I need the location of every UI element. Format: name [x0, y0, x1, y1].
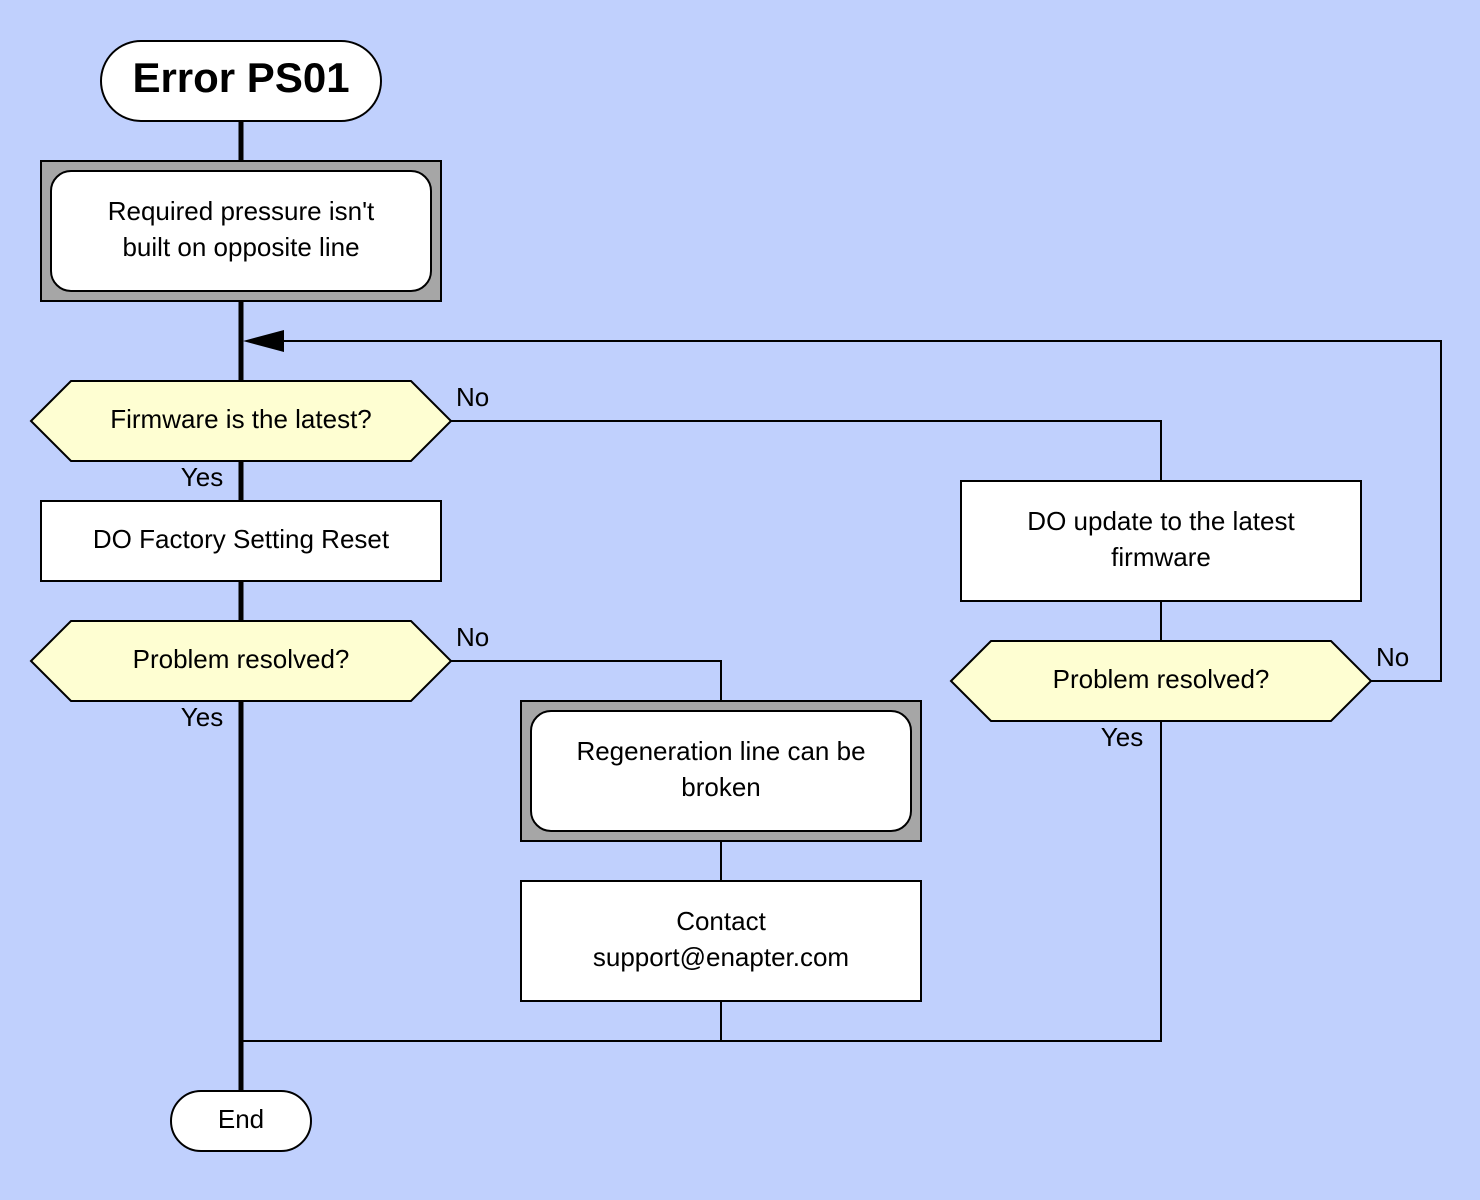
- connector-reset-no: [451, 660, 722, 701]
- update-resolved-decision: Problem resolved?: [949, 640, 1373, 722]
- update-resolved-shape: [949, 640, 1373, 722]
- firmware-update-shape: [960, 480, 1362, 602]
- problem-box: Required pressure isn't built on opposit…: [40, 160, 442, 302]
- reset-resolved-shape: [29, 620, 453, 702]
- update-no-label: No: [1376, 642, 1409, 672]
- regeneration-box: Regeneration line can be broken: [520, 700, 922, 842]
- firmware-update-box: DO update to the latest firmware: [960, 480, 1362, 602]
- firmware-no-label: No: [456, 382, 489, 412]
- end-shape: [170, 1090, 312, 1152]
- contact-support-text-line2: support@enapter.com: [593, 942, 849, 972]
- start-title: Error PS01: [132, 54, 349, 101]
- contact-support-box: Contact support@enapter.com: [520, 880, 922, 1002]
- connector-firmware-no: [451, 420, 1162, 481]
- firmware-yes-label: Yes: [181, 462, 223, 492]
- end-text: End: [218, 1104, 264, 1134]
- reset-resolved-text: Problem resolved?: [133, 644, 350, 674]
- update-resolved-text: Problem resolved?: [1053, 664, 1270, 694]
- firmware-decision-shape: [29, 380, 453, 462]
- contact-support-shape: [520, 880, 922, 1002]
- connector-update-yes: [241, 721, 1162, 1042]
- problem-text-line2: built on opposite line: [122, 232, 359, 262]
- reset-yes-label: Yes: [181, 702, 223, 732]
- update-yes-label: Yes: [1101, 722, 1143, 752]
- start-shape: [100, 40, 382, 122]
- regeneration-inner: [530, 710, 912, 832]
- problem-text-line1: Required pressure isn't: [108, 196, 375, 226]
- factory-reset-text: DO Factory Setting Reset: [93, 524, 390, 554]
- firmware-decision: Firmware is the latest?: [29, 380, 453, 462]
- start-terminator: Error PS01: [100, 40, 382, 122]
- firmware-decision-text: Firmware is the latest?: [110, 404, 372, 434]
- loop-arrowhead: [243, 330, 284, 352]
- reset-resolved-decision: Problem resolved?: [29, 620, 453, 702]
- problem-inner: [50, 170, 432, 292]
- connectors: [238, 121, 1442, 1090]
- firmware-update-text-line2: firmware: [1111, 542, 1211, 572]
- regeneration-text-line1: Regeneration line can be: [576, 736, 865, 766]
- factory-reset-box: DO Factory Setting Reset: [40, 500, 442, 582]
- factory-reset-shape: [40, 500, 442, 582]
- contact-support-text-line1: Contact: [676, 906, 766, 936]
- connector-update-no-loop: [280, 340, 1442, 682]
- end-terminator: End: [170, 1090, 312, 1152]
- firmware-update-text-line1: DO update to the latest: [1027, 506, 1295, 536]
- regeneration-text-line2: broken: [681, 772, 761, 802]
- reset-no-label: No: [456, 622, 489, 652]
